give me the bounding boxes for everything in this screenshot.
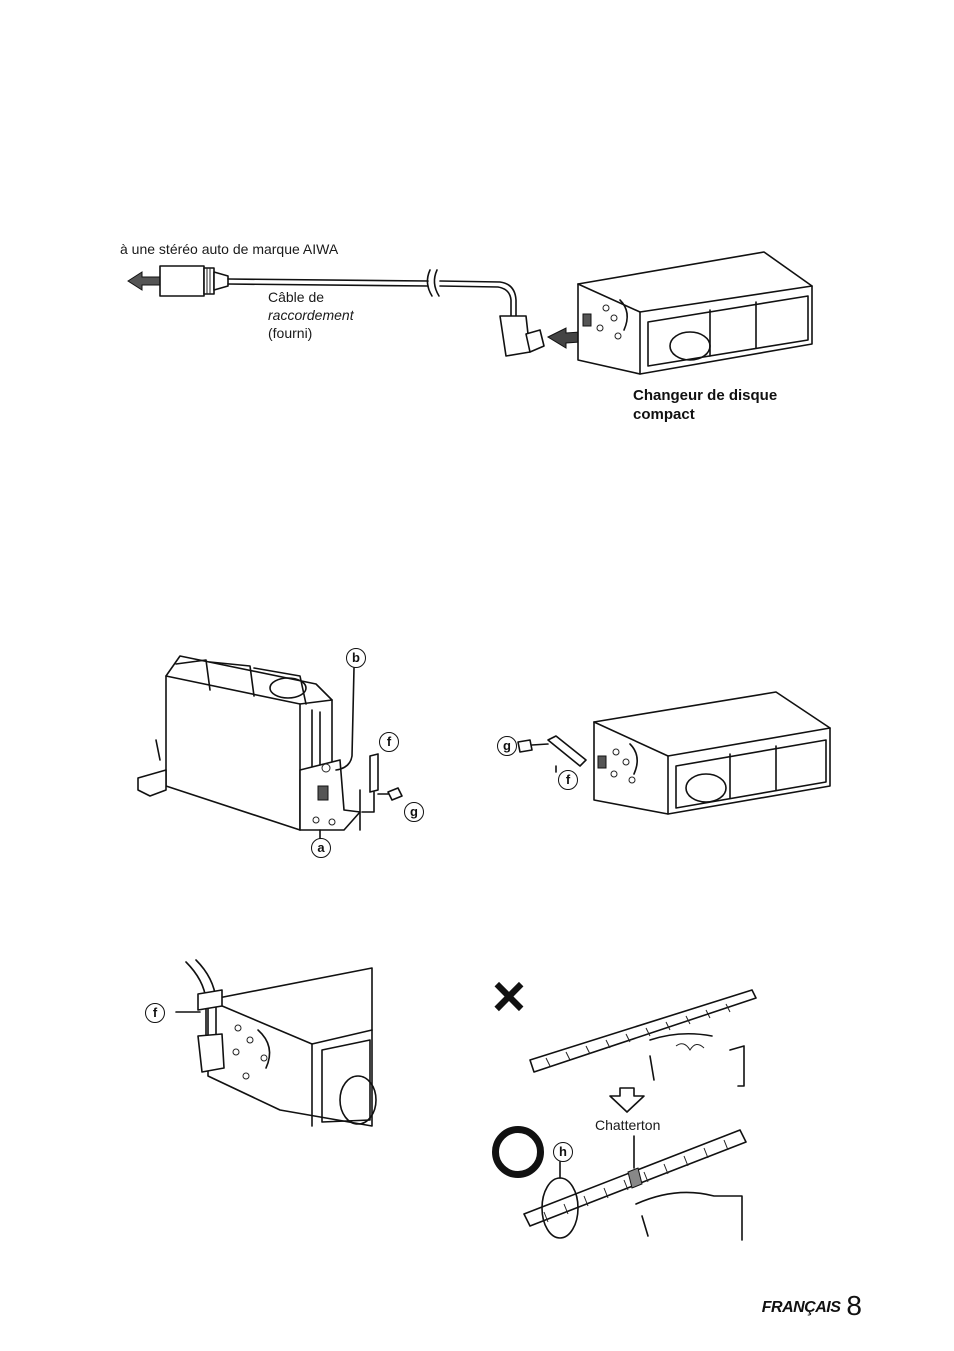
- page-footer: FRANÇAIS 8: [762, 1290, 862, 1322]
- tape-label: Chatterton: [595, 1116, 660, 1134]
- footer-language: FRANÇAIS: [762, 1299, 841, 1316]
- wire-handling-drawing: [0, 0, 954, 1260]
- marker-h: h: [553, 1142, 573, 1162]
- page-number: 8: [846, 1290, 862, 1321]
